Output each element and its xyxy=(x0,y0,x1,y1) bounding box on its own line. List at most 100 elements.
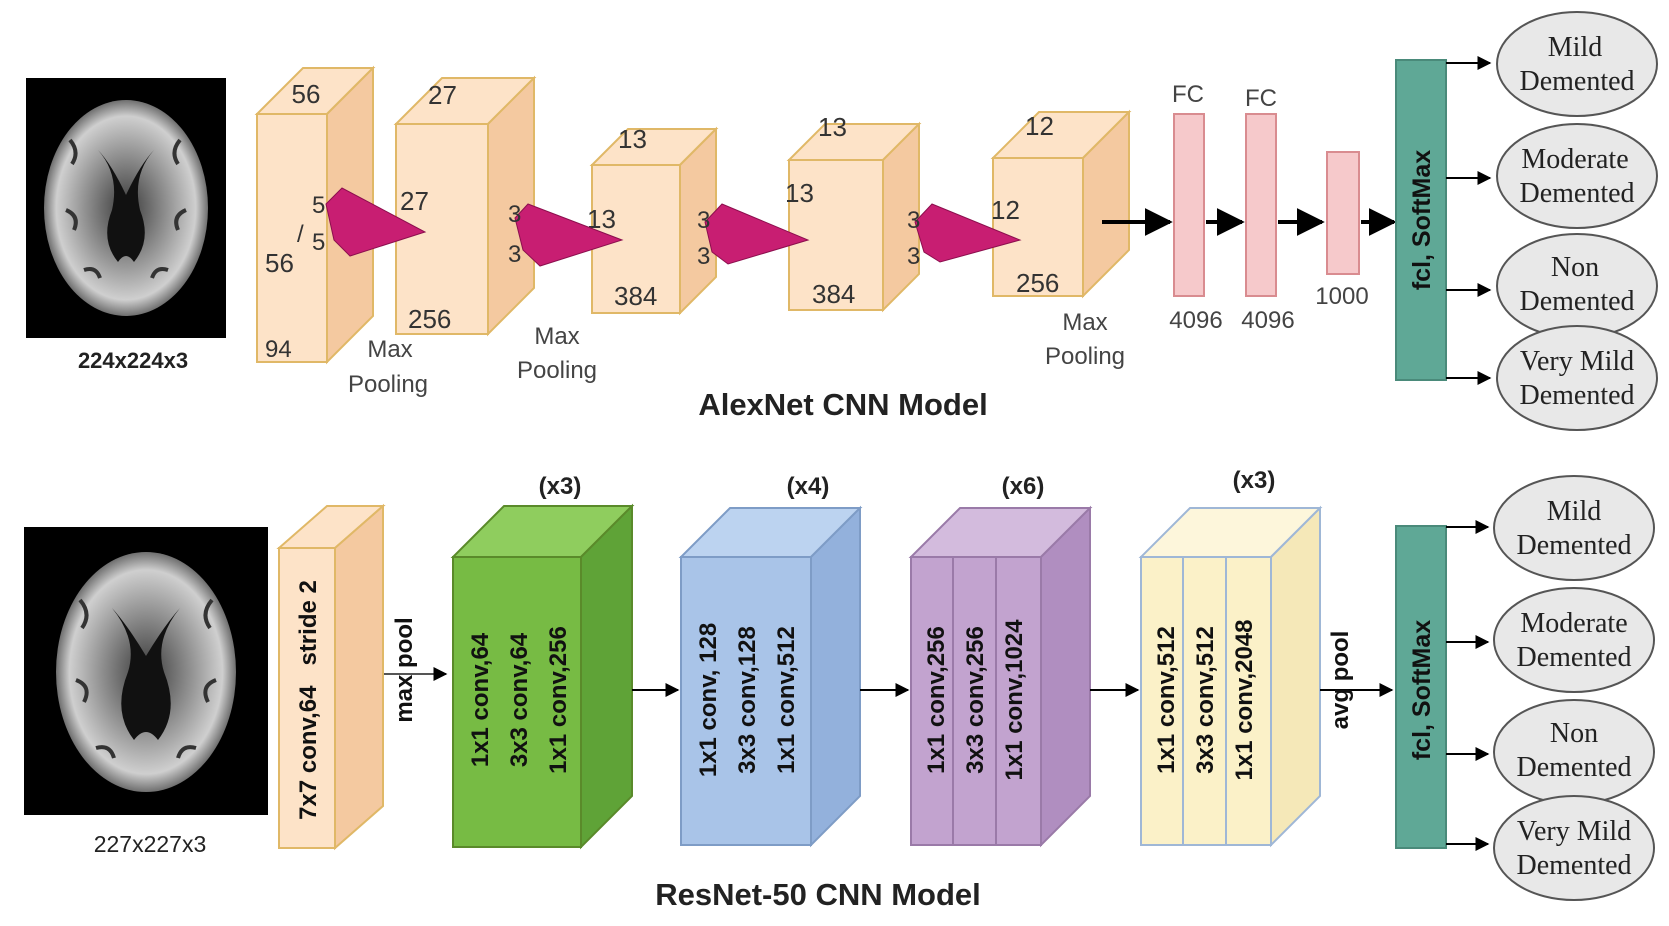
block-4-depth-label: 384 xyxy=(812,279,855,309)
class-label-line-2: Demented xyxy=(1516,642,1631,673)
kernel-3-size-b: 3 xyxy=(697,243,710,270)
alexnet-pool-label-1: Max Pooling xyxy=(348,336,428,398)
alexnet-fc-layers: FC FC 4096 4096 1000 xyxy=(1169,81,1368,334)
pool-1-line-2: Pooling xyxy=(348,371,428,398)
class-label-line-1: Very Mild xyxy=(1517,816,1631,847)
fc-layer-2 xyxy=(1245,113,1277,297)
block-4-side-label: 13 xyxy=(785,178,814,208)
stage-4-layer-2: 3x3 conv,512 xyxy=(1192,626,1219,774)
block-2-side-label: 27 xyxy=(400,186,429,216)
block-5-depth-label: 256 xyxy=(1016,268,1059,298)
class-label-line-2: Demented xyxy=(1516,530,1631,561)
resnet-section: 227x227x3 7x7 conv,64 stride 2 max pool … xyxy=(24,467,1655,912)
alexnet-softmax-label: fcl, SoftMax xyxy=(1408,150,1436,290)
resnet-conv1-block: 7x7 conv,64 stride 2 xyxy=(276,503,386,851)
resnet-softmax-layer xyxy=(1395,525,1447,849)
class-label-line-1: Mild xyxy=(1548,32,1602,63)
alexnet-output-classes: Mild Demented Moderate Demented Non Deme… xyxy=(1496,11,1658,431)
stage-1-layer-1: 1x1 conv,64 xyxy=(467,632,494,767)
resnet-class-mild: Mild Demented xyxy=(1493,475,1655,581)
block-1-depth-label: 94 xyxy=(265,336,292,363)
resnet-stage-4: (x3) 1x1 conv,512 3x3 conv,512 1x1 conv,… xyxy=(1138,467,1323,848)
class-label-line-1: Moderate xyxy=(1521,144,1628,175)
block-3-depth-label: 384 xyxy=(614,281,657,311)
block-5-top-label: 12 xyxy=(1025,111,1054,141)
alexnet-conv-block-4: 13 13 384 xyxy=(785,112,922,313)
alexnet-pool-label-2: Max Pooling xyxy=(517,323,597,384)
fc-layer-3 xyxy=(1326,151,1360,275)
class-label-line-1: Non xyxy=(1550,718,1598,749)
stage-2-layer-1: 1x1 conv, 128 xyxy=(695,623,722,777)
kernel-2-size-a: 3 xyxy=(508,201,521,228)
stage-3-layer-1: 1x1 conv,256 xyxy=(923,626,950,774)
stage-3-repeat: (x6) xyxy=(1002,473,1045,500)
resnet-title: ResNet-50 CNN Model xyxy=(655,877,981,912)
alexnet-conv-block-5: 12 12 256 xyxy=(990,109,1132,299)
alexnet-input-size: 224x224x3 xyxy=(78,348,188,373)
block-5-side-label: 12 xyxy=(991,195,1020,225)
class-label-line-2: Demented xyxy=(1516,850,1631,881)
alexnet-class-mild: Mild Demented xyxy=(1496,11,1658,117)
resnet-class-very-mild: Very Mild Demented xyxy=(1493,795,1655,901)
class-label-line-2: Demented xyxy=(1519,380,1634,411)
resnet-output-arrows xyxy=(1446,520,1490,851)
class-label-line-2: Demented xyxy=(1519,286,1634,317)
alexnet-kernel-4: 3 3 xyxy=(907,203,1022,270)
conv1-label: 7x7 conv,64 stride 2 xyxy=(295,580,322,820)
stage-1-repeat: (x3) xyxy=(539,473,582,500)
fc-1-units: 4096 xyxy=(1169,307,1222,334)
maxpool-label: max pool xyxy=(391,617,418,722)
alexnet-kernel-3: 3 3 xyxy=(697,203,810,270)
block-2-top-label: 27 xyxy=(428,80,457,110)
fc-layer-1 xyxy=(1173,113,1205,297)
fc-2-units: 4096 xyxy=(1241,307,1294,334)
stage-2-layer-2: 3x3 conv,128 xyxy=(734,626,761,774)
stage-2-layer-3: 1x1 conv,512 xyxy=(773,626,800,774)
resnet-input-size: 227x227x3 xyxy=(94,831,207,857)
kernel-1-size-a: 5 xyxy=(312,192,325,219)
pool-2-line-1: Max xyxy=(534,323,579,350)
alexnet-title: AlexNet CNN Model xyxy=(698,387,987,422)
resnet-softmax-label: fcl, SoftMax xyxy=(1408,620,1436,760)
resnet-input-image xyxy=(24,527,268,815)
fc-1-label: FC xyxy=(1172,81,1204,108)
stage-3-layer-2: 3x3 conv,256 xyxy=(962,626,989,774)
stage-2-repeat: (x4) xyxy=(787,473,830,500)
class-label-line-1: Mild xyxy=(1547,496,1601,527)
class-label-line-2: Demented xyxy=(1519,178,1634,209)
alexnet-class-very-mild: Very Mild Demented xyxy=(1496,325,1658,431)
pool-1-line-1: Max xyxy=(367,336,412,363)
block-4-top-label: 13 xyxy=(818,112,847,142)
resnet-stage-3: (x6) 1x1 conv,256 3x3 conv,256 1x1 conv,… xyxy=(908,473,1093,848)
stage-4-repeat: (x3) xyxy=(1233,467,1276,494)
stage-3-layer-3: 1x1 conv,1024 xyxy=(1001,619,1028,781)
stage-1-layer-2: 3x3 conv,64 xyxy=(506,632,533,767)
class-label-line-2: Demented xyxy=(1519,66,1634,97)
resnet-stage-2: (x4) 1x1 conv, 128 3x3 conv,128 1x1 conv… xyxy=(678,473,863,848)
alexnet-class-moderate: Moderate Demented xyxy=(1496,123,1658,229)
resnet-stage-1: (x3) 1x1 conv,64 3x3 conv,64 1x1 conv,25… xyxy=(450,473,635,850)
block-1-slash: / xyxy=(297,221,304,248)
avgpool-label: avg pool xyxy=(1327,631,1354,730)
class-label-line-1: Moderate xyxy=(1520,608,1627,639)
alexnet-pool-label-3: Max Pooling xyxy=(1045,309,1125,370)
block-3-top-label: 13 xyxy=(618,124,647,154)
stage-1-layer-3: 1x1 conv,256 xyxy=(545,626,572,774)
stage-4-layer-3: 1x1 conv,2048 xyxy=(1231,619,1258,780)
alexnet-section: 224x224x3 56 / 56 94 27 27 256 13 13 xyxy=(26,11,1658,431)
class-label-line-1: Very Mild xyxy=(1520,346,1634,377)
fc-3-units: 1000 xyxy=(1315,283,1368,310)
kernel-3-size-a: 3 xyxy=(697,207,710,234)
kernel-4-size-a: 3 xyxy=(907,207,920,234)
resnet-class-moderate: Moderate Demented xyxy=(1493,587,1655,693)
pool-3-line-1: Max xyxy=(1062,309,1107,336)
alexnet-kernel-1: 5 5 xyxy=(312,187,427,257)
alexnet-kernel-2: 3 3 xyxy=(508,201,624,268)
alexnet-input-image xyxy=(26,78,226,338)
alexnet-conv-block-1: 56 / 56 94 xyxy=(254,65,376,365)
alexnet-softmax-layer xyxy=(1395,59,1447,381)
pool-3-line-2: Pooling xyxy=(1045,343,1125,370)
block-1-side-label: 56 xyxy=(265,248,294,278)
kernel-2-size-b: 3 xyxy=(508,241,521,268)
